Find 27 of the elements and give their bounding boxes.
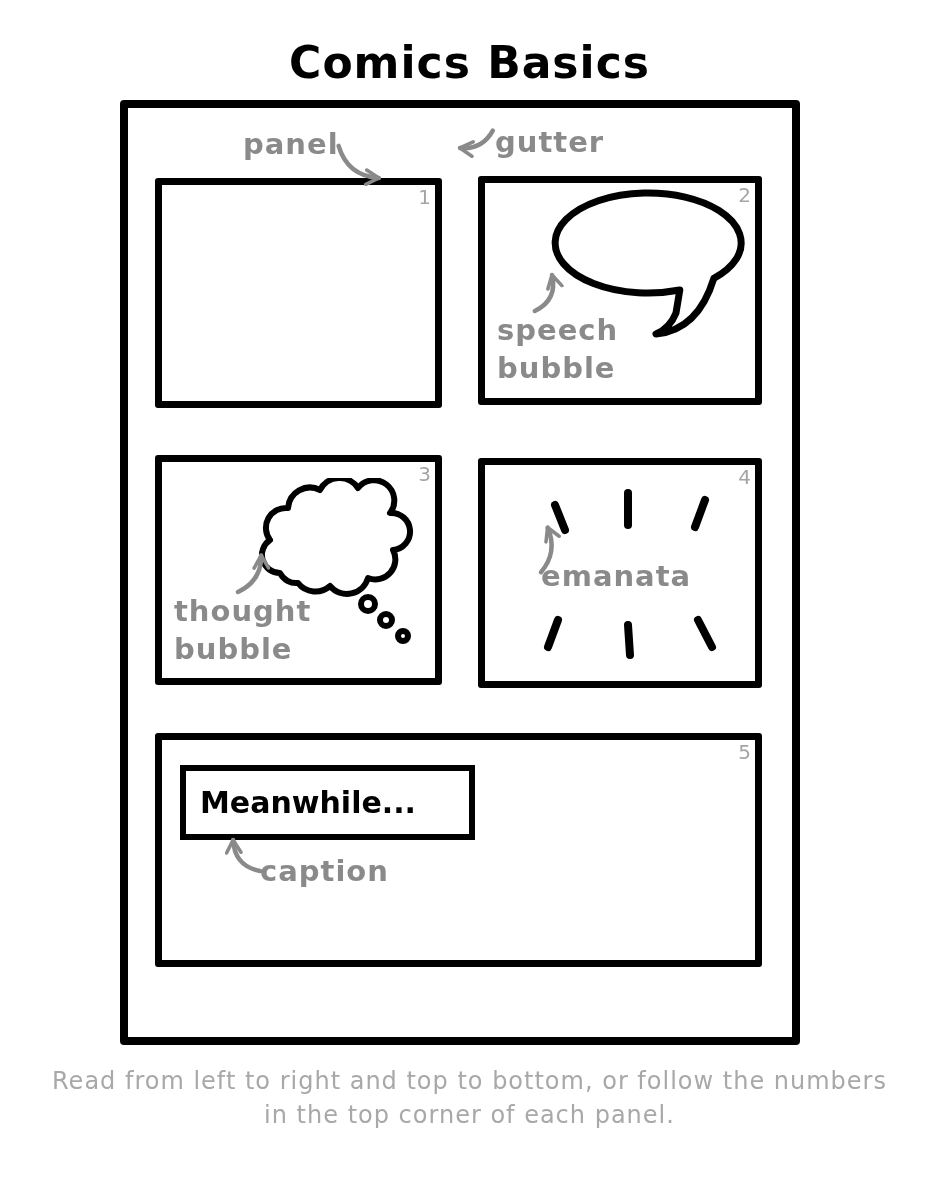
panel-number: 1 xyxy=(418,185,431,209)
title: Comics Basics xyxy=(288,36,651,90)
annotation-label: emanata xyxy=(541,557,692,595)
comic-panel xyxy=(478,176,762,405)
annotation-label: panel xyxy=(243,125,339,163)
leader-arrow xyxy=(336,143,382,186)
leader-arrow xyxy=(225,837,263,874)
annotation-label: speech bubble xyxy=(497,311,632,387)
leader-arrow xyxy=(235,553,270,595)
panel-number: 3 xyxy=(418,462,431,486)
annotation-label: gutter xyxy=(495,123,605,161)
page-frame xyxy=(120,100,800,1045)
panel-number: 2 xyxy=(738,183,751,207)
leader-arrow xyxy=(532,272,564,314)
caption-box xyxy=(180,765,475,840)
footer-note: Read from left to right and top to bottom, or follow the numbers in the top corner of each panel. xyxy=(51,1066,888,1131)
caption-text: Meanwhile... xyxy=(200,784,416,822)
panel-number: 5 xyxy=(738,740,751,764)
comic-panel xyxy=(155,455,442,685)
leader-arrow xyxy=(457,128,496,158)
annotation-label: caption xyxy=(260,852,389,890)
panel-number: 4 xyxy=(738,465,751,489)
comic-panel xyxy=(155,178,442,408)
annotation-label: thought bubble xyxy=(174,592,334,668)
leader-arrow xyxy=(538,525,561,575)
comic-panel xyxy=(478,458,762,688)
comic-panel xyxy=(155,733,762,967)
